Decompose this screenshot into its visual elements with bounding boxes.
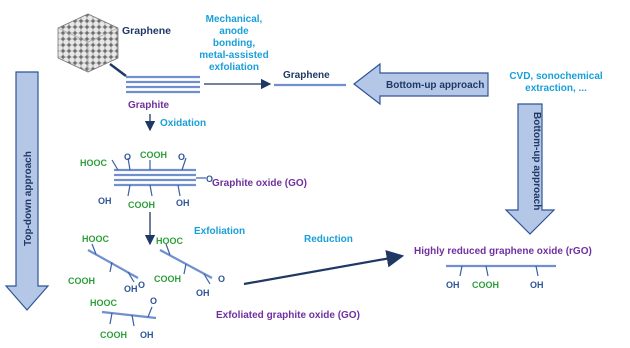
egob-hooc: HOOC — [156, 236, 184, 246]
egob-cooh: COOH — [154, 274, 181, 284]
rgo-cooh: COOH — [472, 280, 499, 290]
egob-oh: OH — [196, 288, 210, 298]
go-cooh-bottom: COOH — [128, 200, 155, 210]
exfoliated-go-label: Exfoliated graphite oxide (GO) — [216, 310, 360, 321]
go-oh-2: OH — [176, 198, 190, 208]
svg-text:Mechanical,: Mechanical, — [206, 14, 263, 25]
graphite-stack — [126, 75, 200, 94]
svg-text:bonding,: bonding, — [213, 38, 255, 49]
exfoliation-label: Exfoliation — [194, 226, 245, 237]
egob-o: O — [218, 274, 225, 284]
svg-text:CVD, sonochemical: CVD, sonochemical — [509, 71, 603, 82]
graphite-oxide-stack — [111, 157, 206, 197]
rgo-oh-1: OH — [446, 280, 460, 290]
svg-text:metal-assisted: metal-assisted — [199, 50, 268, 61]
top-down-arrow: Top-down approach — [4, 71, 50, 311]
rgo-sheet — [446, 264, 556, 277]
reduction-arrow — [243, 250, 405, 286]
graphite-label: Graphite — [128, 100, 170, 111]
go-o-2: O — [178, 152, 185, 162]
go-hooc: HOOC — [80, 158, 108, 168]
reduction-label: Reduction — [304, 234, 353, 245]
egoa-hooc: HOOC — [82, 234, 110, 244]
egoc-o: O — [150, 296, 157, 306]
go-cooh-top: COOH — [140, 150, 167, 160]
rgo-oh-2: OH — [530, 280, 544, 290]
oxidation-label: Oxidation — [160, 118, 206, 129]
exfoliated-sheets — [87, 243, 213, 327]
bottom-up-horizontal-arrow: Bottom-up approach — [353, 62, 489, 106]
rgo-label: Highly reduced graphene oxide (rGO) — [414, 246, 592, 257]
svg-text:anode: anode — [219, 26, 249, 37]
mechanical-exfoliation-label: Mechanical, anode bonding, metal-assiste… — [199, 14, 268, 73]
egoa-oh: OH — [124, 284, 138, 294]
egoa-cooh: COOH — [68, 276, 95, 286]
egoc-cooh: COOH — [100, 330, 127, 340]
graphene-lattice-icon — [57, 13, 127, 77]
bottom-up-vertical-arrow: Bottom-up approach — [504, 103, 556, 235]
cvd-label: CVD, sonochemical extraction, ... — [509, 71, 603, 94]
svg-text:Top-down approach: Top-down approach — [23, 151, 34, 246]
graphene-top-label: Graphene — [122, 25, 171, 37]
go-o-1: O — [124, 152, 131, 162]
graphene-center-label: Graphene — [283, 70, 330, 81]
graphite-oxide-label: Graphite oxide (GO) — [212, 178, 307, 189]
go-oh-1: OH — [98, 196, 112, 206]
svg-text:Bottom-up approach: Bottom-up approach — [531, 112, 542, 210]
go-o-3: O — [206, 174, 213, 184]
egoc-oh: OH — [140, 330, 154, 340]
egoa-o: O — [138, 280, 145, 290]
egoc-hooc: HOOC — [90, 298, 118, 308]
svg-text:exfoliation: exfoliation — [209, 62, 259, 73]
svg-text:extraction, ...: extraction, ... — [525, 83, 587, 94]
svg-text:Bottom-up approach: Bottom-up approach — [386, 80, 484, 91]
